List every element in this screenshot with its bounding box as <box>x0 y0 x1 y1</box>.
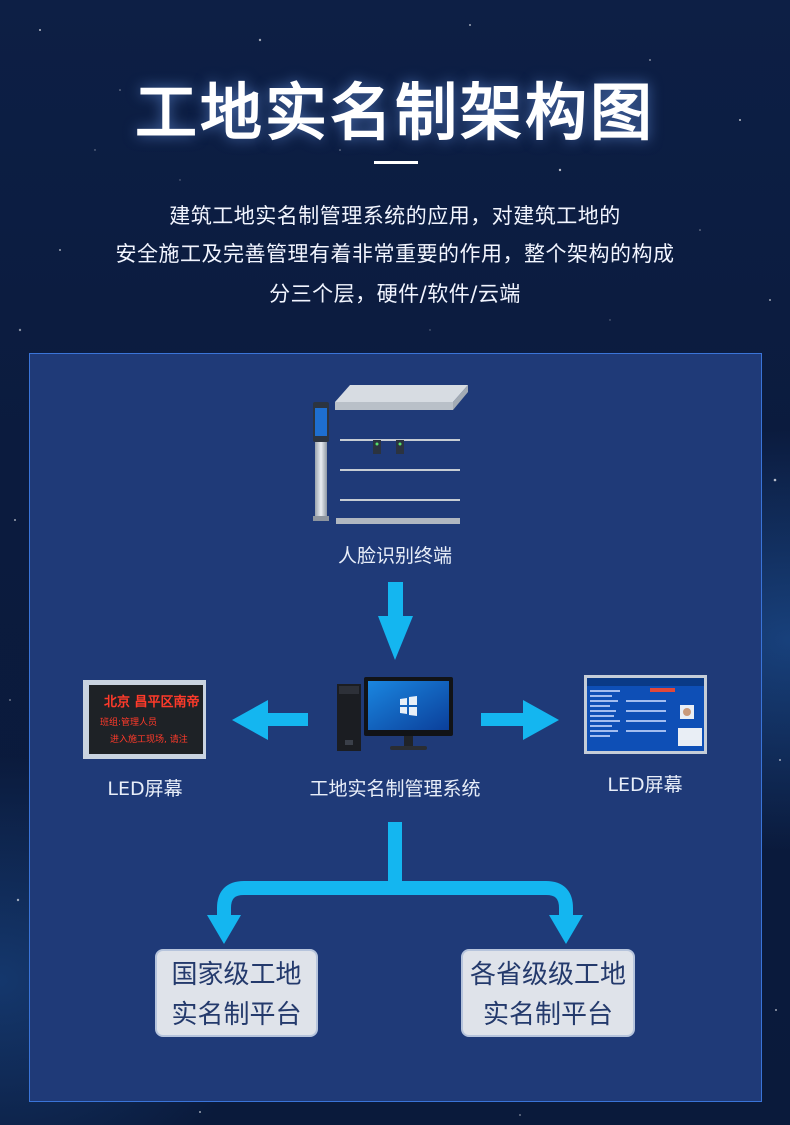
led-screen-line-1: 北京 昌平区南帝 <box>104 694 200 710</box>
provincial-platform-box: 各省级级工地 实名制平台 <box>461 949 635 1037</box>
national-platform-box: 国家级工地 实名制平台 <box>155 949 318 1037</box>
system-label: 工地实名制管理系统 <box>309 778 481 800</box>
provincial-platform-line-2: 实名制平台 <box>482 1000 613 1030</box>
arrow-system-to-led-right <box>481 700 559 740</box>
national-platform-line-1: 国家级工地 <box>171 960 302 990</box>
dashboard-screen-icon <box>584 675 707 754</box>
intro-line-1: 建筑工地实名制管理系统的应用，对建筑工地的 <box>169 204 621 228</box>
arrow-terminal-to-system <box>378 582 413 660</box>
led-left-label: LED屏幕 <box>107 778 183 800</box>
face-recognition-turnstile-icon <box>313 385 468 525</box>
led-sign-icon: 北京 昌平区南帝 班组:管理人员 进入施工现场, 请注 <box>83 680 206 759</box>
national-platform-line-2: 实名制平台 <box>171 1000 302 1030</box>
provincial-platform-line-1: 各省级级工地 <box>469 960 626 990</box>
intro-line-2: 安全施工及完善管理有着非常重要的作用，整个架构的构成 <box>115 242 675 266</box>
intro-line-3: 分三个层，硬件/软件/云端 <box>269 282 521 306</box>
page-title: 工地实名制架构图 <box>134 76 655 149</box>
arrow-system-to-led-left <box>232 700 308 740</box>
led-right-label: LED屏幕 <box>607 774 683 796</box>
led-screen-line-2: 班组:管理人员 <box>100 716 157 728</box>
title-divider <box>374 161 418 164</box>
led-screen-line-3: 进入施工现场, 请注 <box>110 733 188 745</box>
face-terminal-label: 人脸识别终端 <box>337 545 452 567</box>
desktop-computer-icon <box>337 677 453 751</box>
arrow-system-to-platforms <box>207 822 583 944</box>
